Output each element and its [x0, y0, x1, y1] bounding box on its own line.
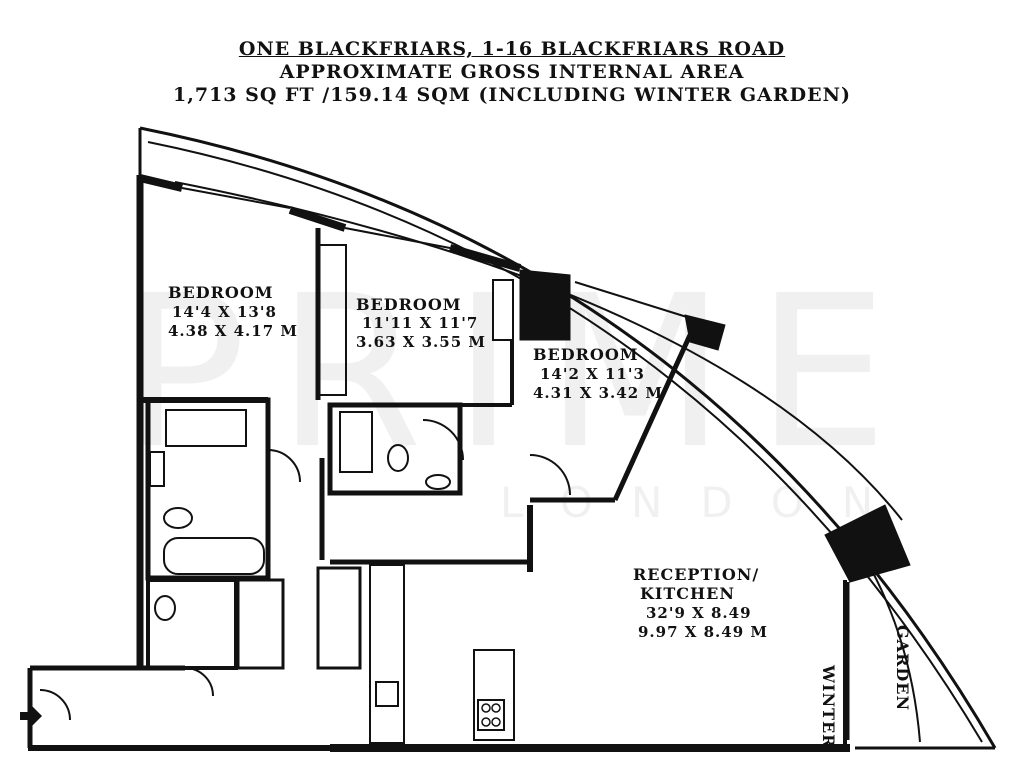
bed2-bed3-wall [448, 244, 522, 272]
outer-facade-inner [147, 141, 983, 743]
basin-1 [149, 451, 165, 487]
bedroom-1-imperial: 14'4 X 13'8 [172, 303, 277, 321]
bathtub [163, 537, 265, 575]
hob [477, 699, 505, 731]
bed3-diagonal-wall [612, 333, 693, 502]
area-figure: 1,713 SQ FT /159.14 SQM (INCLUDING WINTE… [173, 84, 851, 106]
toilet-3 [154, 595, 176, 621]
hob-ring-2 [491, 703, 501, 713]
bedroom-1-name: BEDROOM [168, 283, 274, 302]
bedroom-1-metric: 4.38 X 4.17 M [168, 322, 298, 340]
bedroom-2-name: BEDROOM [356, 295, 462, 314]
bedroom-2-metric: 3.63 X 3.55 M [356, 333, 486, 351]
area-subtitle: APPROXIMATE GROSS INTERNAL AREA [279, 61, 745, 83]
reception-imperial: 32'9 X 8.49 [646, 604, 752, 622]
hob-ring-4 [491, 717, 501, 727]
toilet-1 [163, 507, 193, 529]
door-bath2 [422, 419, 464, 461]
basin-2 [425, 474, 451, 490]
bed1-north-wall [139, 174, 183, 192]
kitchen-island [473, 649, 515, 741]
winter-garden-line1: WINTER [819, 665, 838, 749]
hob-ring-3 [481, 717, 491, 727]
door-bath1 [267, 449, 301, 483]
bed2-window [344, 227, 451, 249]
bedroom-2-imperial: 11'11 X 11'7 [362, 314, 479, 332]
wardrobe-2 [492, 279, 514, 341]
cupboard-2 [316, 566, 362, 670]
facade-line-3 [174, 181, 903, 521]
toilet-2 [387, 444, 409, 472]
wardrobe-1 [317, 244, 347, 396]
bedroom-3-name: BEDROOM [533, 345, 639, 364]
winter-garden-line2: GARDEN [893, 625, 912, 712]
reception-metric: 9.97 X 8.49 M [638, 623, 768, 641]
wc-outline [146, 578, 238, 670]
bedroom-3-imperial: 14'2 X 11'3 [540, 365, 645, 383]
hob-ring-1 [481, 703, 491, 713]
door-bed3 [529, 454, 571, 496]
kitchen-worktop [369, 564, 405, 744]
bedroom-3-metric: 4.31 X 3.42 M [533, 384, 663, 402]
plan-title: ONE BLACKFRIARS, 1-16 BLACKFRIARS ROAD [238, 38, 786, 60]
kitchen-sink [375, 681, 399, 707]
outer-facade-curve [139, 126, 997, 749]
shower-tray-1 [165, 409, 247, 447]
reception-name-2: KITCHEN [640, 584, 735, 603]
entrance-arrow [20, 706, 42, 726]
door-entrance [39, 689, 71, 721]
bed3-pillar [519, 269, 571, 341]
cupboard-1 [236, 578, 285, 670]
bathroom2-outline [327, 402, 463, 496]
column-2 [824, 504, 911, 583]
door-hall [184, 667, 214, 697]
reception-name-1: RECEPTION/ [633, 565, 760, 584]
bed1-window [181, 187, 291, 209]
bed1-bed2-wall [288, 206, 347, 232]
shower-tray-2 [339, 411, 373, 473]
column-1 [684, 314, 726, 351]
bed3-window [574, 281, 691, 319]
